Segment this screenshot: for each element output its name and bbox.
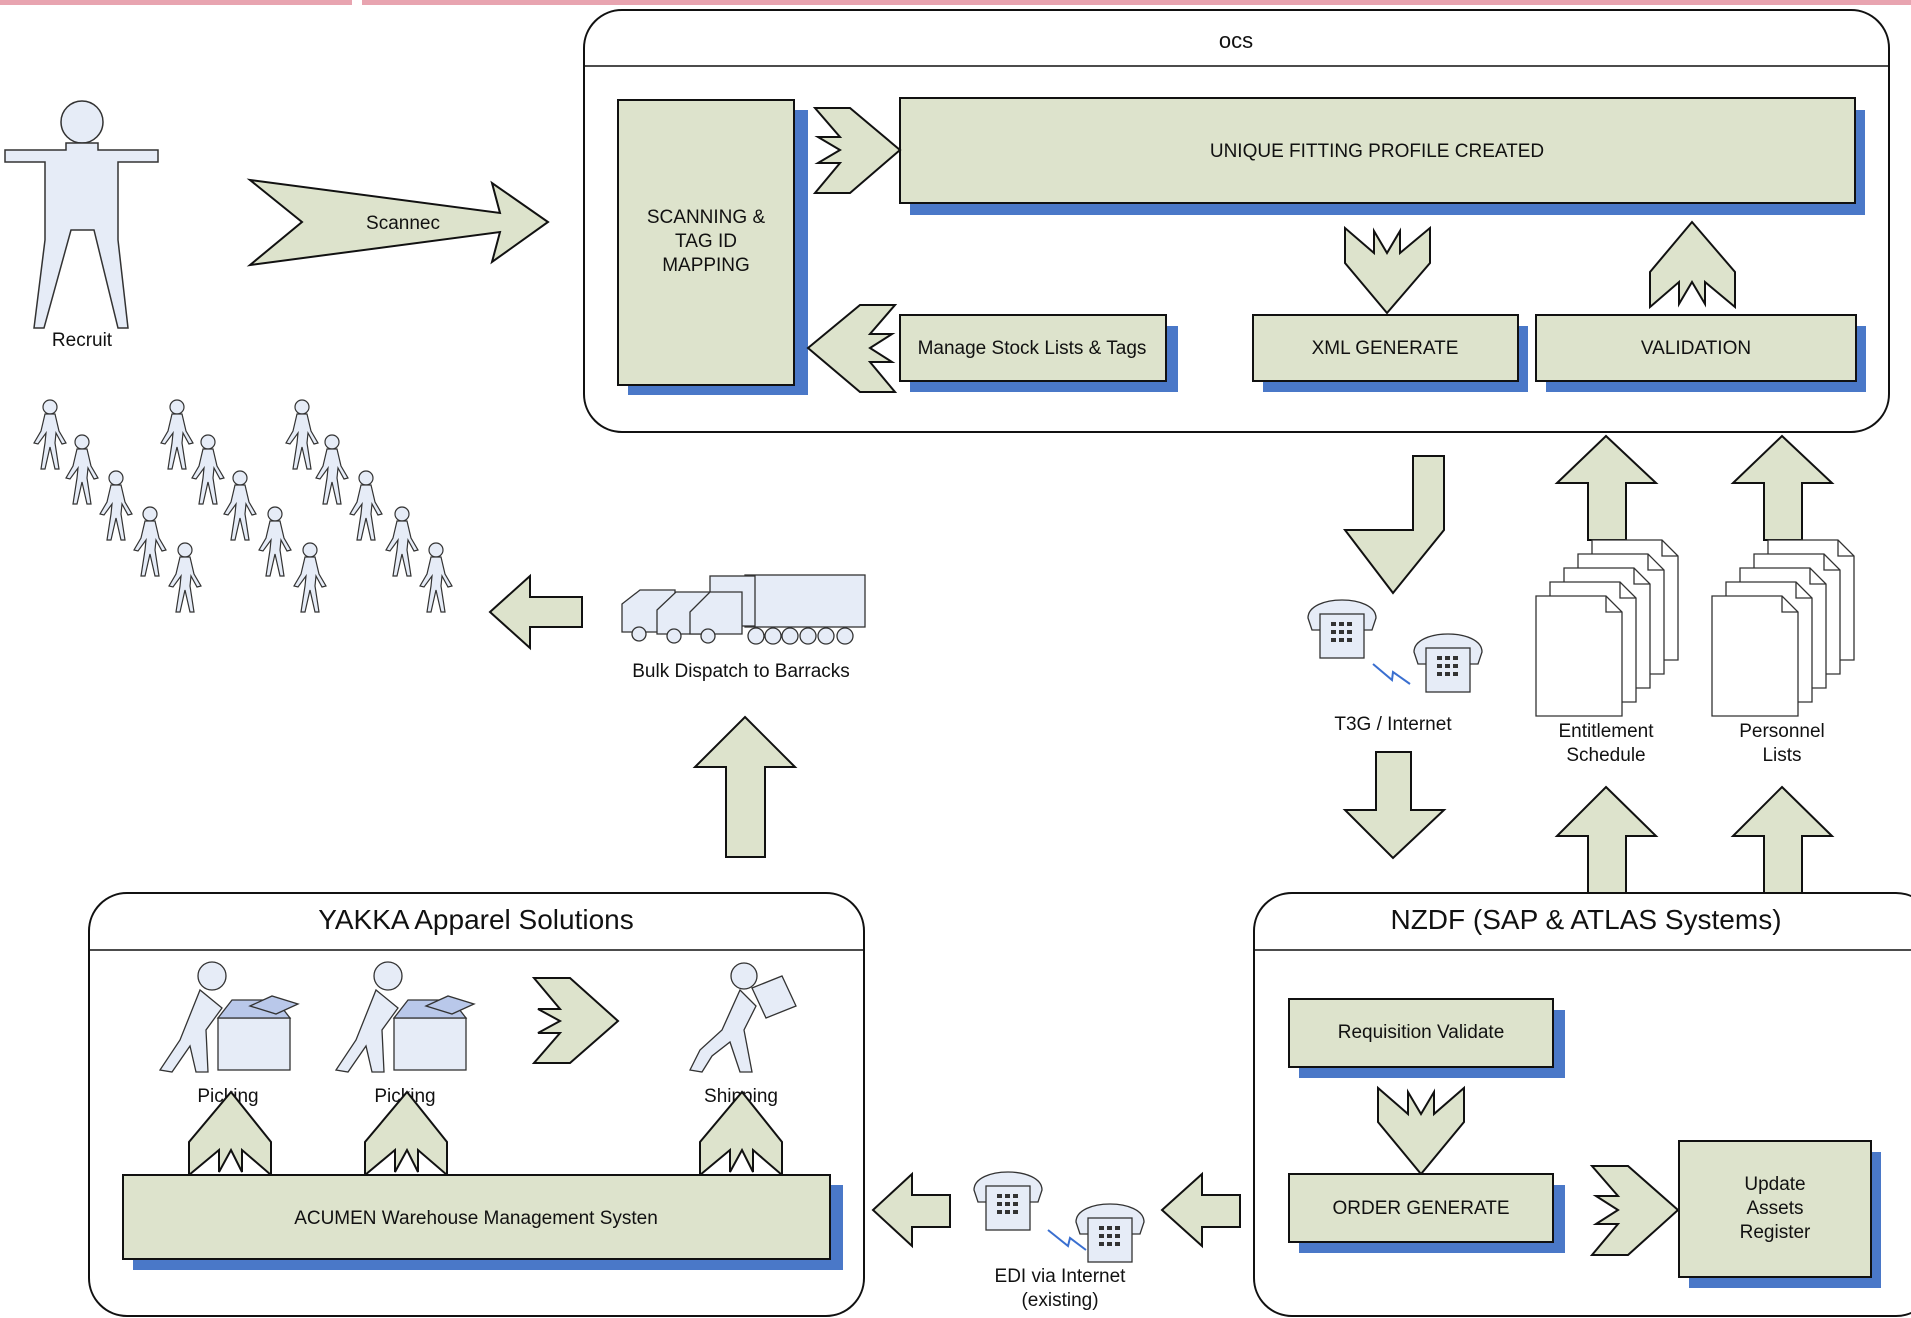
unique-fitting-profile-box: UNIQUE FITTING PROFILE CREATED xyxy=(899,97,1865,215)
validation-box: VALIDATION xyxy=(1535,314,1866,392)
picking-worker-icon xyxy=(158,961,300,1073)
scanned-label: Scannec xyxy=(366,213,440,234)
yakka-container: YAKKA Apparel Solutions Picking Picking xyxy=(88,892,865,1317)
chevron-right-icon xyxy=(531,977,620,1064)
wireless-link-icon xyxy=(1047,1229,1087,1251)
truck-fleet-icon xyxy=(621,574,866,645)
personnel-line-1: Personnel xyxy=(1739,721,1825,742)
order-generate-box: ORDER GENERATE xyxy=(1288,1173,1565,1253)
xml-label: XML GENERATE xyxy=(1312,338,1459,359)
phone-icon xyxy=(1307,599,1377,659)
acumen-wms-box: ACUMEN Warehouse Management Systen xyxy=(122,1174,843,1270)
xml-generate-box: XML GENERATE xyxy=(1252,314,1528,392)
update-assets-register-box: Update Assets Register xyxy=(1678,1140,1881,1288)
top-strip-left xyxy=(0,0,352,5)
personnel-line-2: Lists xyxy=(1762,745,1801,766)
scanning-line-2: TAG ID xyxy=(675,231,737,252)
profile-label: UNIQUE FITTING PROFILE CREATED xyxy=(1210,141,1544,162)
phone-icon xyxy=(1413,633,1483,693)
arrow-down-icon xyxy=(1342,455,1445,595)
recruit-label: Recruit xyxy=(52,330,113,351)
chevron-up-icon xyxy=(1649,220,1736,310)
chevron-down-icon xyxy=(1344,225,1431,315)
edi-line-1: EDI via Internet xyxy=(995,1266,1127,1287)
validation-label: VALIDATION xyxy=(1641,338,1751,359)
update-line-3: Register xyxy=(1740,1222,1811,1243)
ocs-title: ocs xyxy=(1219,28,1253,53)
yakka-title: YAKKA Apparel Solutions xyxy=(318,904,633,935)
shipping-runner-icon xyxy=(689,962,797,1073)
arrow-left-icon xyxy=(871,1171,951,1249)
update-line-1: Update xyxy=(1744,1174,1805,1195)
requisition-label: Requisition Validate xyxy=(1338,1022,1505,1043)
nzdf-title: NZDF (SAP & ATLAS Systems) xyxy=(1390,904,1781,935)
arrow-up-icon xyxy=(1730,434,1835,541)
edi-line-2: (existing) xyxy=(1021,1290,1098,1311)
arrow-up-icon xyxy=(1554,785,1659,899)
entitlement-line-1: Entitlement xyxy=(1558,721,1654,742)
document-stack-icon xyxy=(1711,539,1855,717)
arrow-down-icon xyxy=(1342,751,1447,860)
picking-worker-icon xyxy=(334,961,476,1073)
manage-stock-box: Manage Stock Lists & Tags xyxy=(899,314,1178,392)
entitlement-line-2: Schedule xyxy=(1566,745,1645,766)
personnel-crowd xyxy=(33,399,453,613)
phone-icon xyxy=(1075,1203,1145,1263)
document-stack-icon xyxy=(1535,539,1679,717)
manage-label: Manage Stock Lists & Tags xyxy=(918,338,1147,359)
arrow-up-icon xyxy=(1554,434,1659,541)
recruit-figure: Recruit xyxy=(4,100,159,351)
scanned-arrow: Scannec xyxy=(246,178,550,267)
nzdf-container: NZDF (SAP & ATLAS Systems) Requisition V… xyxy=(1253,892,1911,1317)
arrow-up-icon xyxy=(1730,785,1835,899)
update-line-2: Assets xyxy=(1746,1198,1803,1219)
arrow-left-icon xyxy=(1160,1171,1241,1249)
acumen-label: ACUMEN Warehouse Management Systen xyxy=(294,1208,658,1229)
chevron-up-icon xyxy=(188,1090,272,1178)
bulk-dispatch-label: Bulk Dispatch to Barracks xyxy=(632,661,850,682)
requisition-validate-box: Requisition Validate xyxy=(1288,998,1565,1078)
chevron-right-icon xyxy=(812,107,902,194)
arrow-up-icon xyxy=(692,715,798,858)
chevron-left-icon xyxy=(806,304,898,393)
order-label: ORDER GENERATE xyxy=(1332,1198,1509,1219)
chevron-right-icon xyxy=(1589,1165,1680,1256)
chevron-up-icon xyxy=(364,1090,448,1178)
wireless-link-icon xyxy=(1372,663,1411,685)
chevron-up-icon xyxy=(699,1090,783,1178)
scanning-line-3: MAPPING xyxy=(662,255,750,276)
arrow-left-icon xyxy=(488,573,583,651)
chevron-down-icon xyxy=(1377,1085,1465,1176)
phone-icon xyxy=(973,1171,1043,1231)
scanning-line-1: SCANNING & xyxy=(647,207,766,228)
ocs-container: ocs SCANNING & TAG ID MAPPING UNIQUE FIT… xyxy=(583,9,1890,433)
top-strip-right xyxy=(362,0,1911,5)
scanning-tag-mapping-box: SCANNING & TAG ID MAPPING xyxy=(617,99,808,395)
t3g-label: T3G / Internet xyxy=(1334,714,1452,735)
